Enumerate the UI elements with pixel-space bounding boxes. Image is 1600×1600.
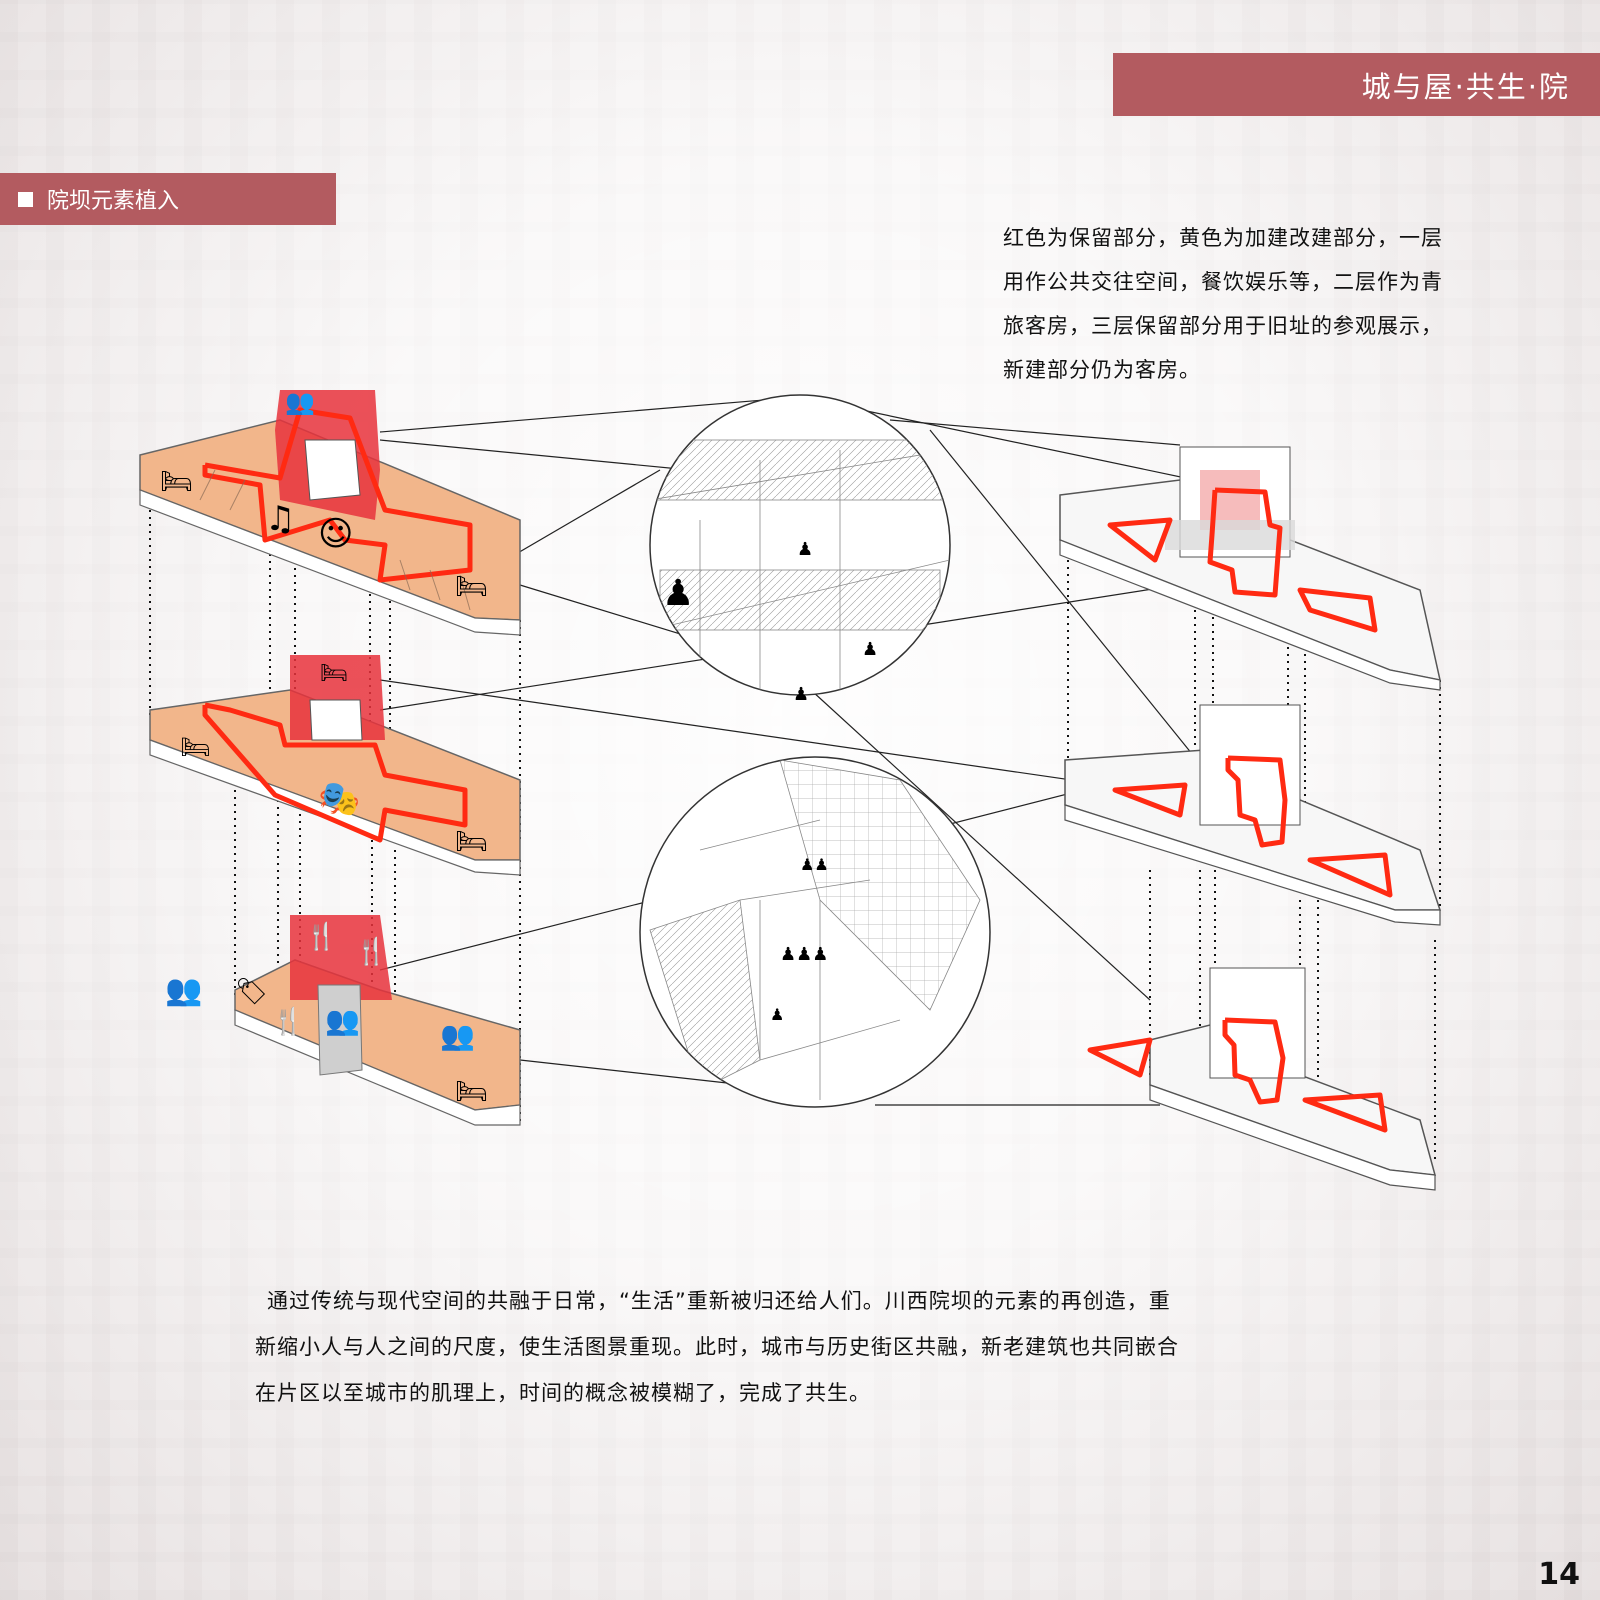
banner-title: 城与屋·共生·院 xyxy=(1113,53,1600,116)
fork-knife-icon: 🍴 xyxy=(355,936,387,967)
person-icon: ♟ xyxy=(862,639,878,660)
harp-icon: ♫ xyxy=(265,499,295,539)
theater-masks-icon: 🎭 xyxy=(318,779,360,819)
group-people-icon: 👥 xyxy=(285,388,315,416)
body-line: 通过传统与现代空间的共融于日常，“生活”重新被归还给人们。川西院坝的元素的再创造… xyxy=(267,1289,1171,1313)
person-icon: ♟ xyxy=(770,1005,784,1024)
section-title: 院坝元素植入 xyxy=(47,189,180,214)
left-floor-1-plan xyxy=(234,915,521,1126)
right-floor-2-plan xyxy=(1064,704,1442,926)
person-icon: ♟ xyxy=(793,684,809,705)
group-people-icon: 👥 xyxy=(440,1019,475,1052)
bed-icon: 🛏 xyxy=(180,733,210,761)
body-line: 新缩小人与人之间的尺度，使生活图景重现。此时，城市与历史街区共融，新老建筑也共同… xyxy=(255,1335,1179,1359)
bed-icon: 🛏 xyxy=(455,827,488,857)
body-line: 在片区以至城市的肌理上，时间的概念被模糊了，完成了共生。 xyxy=(255,1381,871,1405)
fork-knife-icon: 🍴 xyxy=(305,921,337,952)
intro-line: 红色为保留部分，黄色为加建改建部分，一层 xyxy=(1003,226,1443,250)
right-floor-3-plan xyxy=(1059,446,1441,691)
bed-icon: 🛏 xyxy=(320,661,348,686)
person-icon: ♟ xyxy=(797,539,813,560)
square-bullet-icon xyxy=(18,191,33,207)
intro-paragraph: 红色为保留部分，黄色为加建改建部分，一层 用作公共交往空间，餐饮娱乐等，二层作为… xyxy=(1003,216,1523,392)
person-icon: ♟♟ xyxy=(800,855,829,874)
reading-person-icon: ☺ xyxy=(318,514,353,554)
person-icon: ♟ xyxy=(662,573,694,614)
group-people-icon: 👥 xyxy=(325,1004,360,1037)
person-icon: ♟♟♟ xyxy=(780,944,828,965)
intro-line: 旅客房，三层保留部分用于旧址的参观展示， xyxy=(1003,314,1443,338)
intro-line: 新建部分仍为客房。 xyxy=(1003,358,1201,382)
bed-icon: 🛏 xyxy=(160,467,193,497)
body-paragraph: 通过传统与现代空间的共融于日常，“生活”重新被归还给人们。川西院坝的元素的再创造… xyxy=(255,1278,1335,1416)
section-heading: 院坝元素植入 xyxy=(0,173,336,225)
price-tag-icon: 🏷 xyxy=(235,977,268,1007)
bed-icon: 🛏 xyxy=(455,572,488,602)
courtyard-view-circle-bottom: ♟♟♟ ♟♟ ♟ xyxy=(639,756,991,1108)
intro-line: 用作公共交往空间，餐饮娱乐等，二层作为青 xyxy=(1003,270,1443,294)
page-number: 14 xyxy=(1538,1557,1580,1592)
left-floor-3-plan xyxy=(139,390,521,636)
bed-icon: 🛏 xyxy=(455,1077,488,1107)
group-people-icon: 👥 xyxy=(165,973,202,1008)
right-floor-1-plan xyxy=(1087,967,1437,1191)
fork-knife-icon: 🍴 xyxy=(272,1006,304,1037)
left-floor-2-plan xyxy=(149,655,521,876)
courtyard-view-circle-top: ♟ ♟ ♟ ♟ xyxy=(649,394,951,705)
